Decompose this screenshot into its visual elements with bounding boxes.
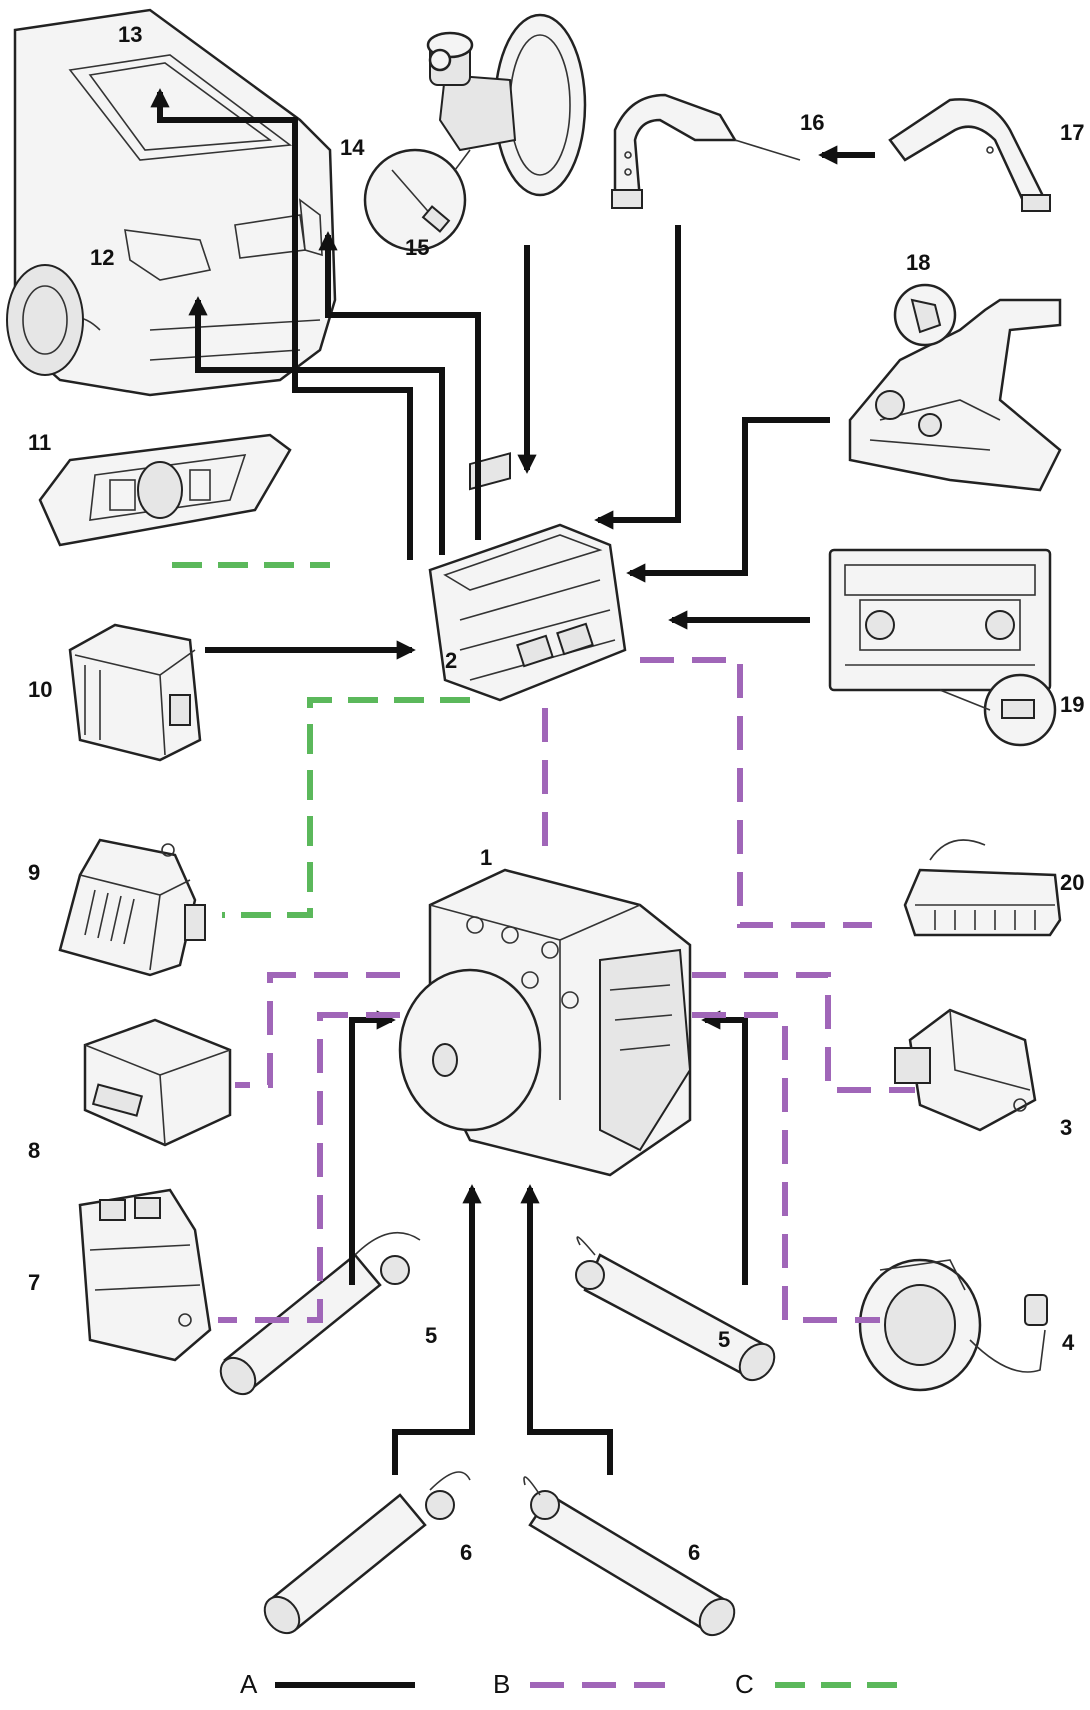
engine-ecu-drawing xyxy=(78,1188,212,1362)
pedal-box-drawing xyxy=(848,283,1062,492)
label-1: 1 xyxy=(480,845,492,870)
label-18: 18 xyxy=(906,250,930,275)
label-19: 19 xyxy=(1060,692,1084,717)
wire-a-6l-to-1 xyxy=(392,1184,482,1475)
speed-sensor-5-left-drawing xyxy=(219,1231,421,1396)
label-17: 17 xyxy=(1060,120,1084,145)
wire-a-16-to-2 xyxy=(594,225,681,530)
module-9-drawing xyxy=(58,838,206,977)
legend-c-label: C xyxy=(735,1669,754,1699)
wire-c-2-to-9 xyxy=(222,697,470,918)
label-4: 4 xyxy=(1062,1330,1075,1355)
wire-a-5r-to-1 xyxy=(701,1010,748,1285)
wire-a-2-to-14 xyxy=(318,231,481,540)
wire-b-1-to-3 xyxy=(692,972,915,1093)
steering-coil-drawing xyxy=(858,1258,1048,1392)
wire-a-2-to-12 xyxy=(188,296,445,555)
wire-b-2-to-20 xyxy=(640,657,872,928)
pedal-arm-16-drawing xyxy=(611,93,801,209)
speed-sensor-5-right-drawing xyxy=(575,1236,776,1382)
sensor-3-drawing xyxy=(894,1008,1037,1132)
label-8: 8 xyxy=(28,1138,40,1163)
wires-a xyxy=(150,88,875,1475)
label-5-right: 5 xyxy=(718,1327,730,1352)
speed-sensor-6-left-drawing xyxy=(263,1471,471,1635)
diag-connector-drawing xyxy=(903,839,1062,937)
wire-a-6r-to-1 xyxy=(520,1184,613,1475)
label-3: 3 xyxy=(1060,1115,1072,1140)
brake-booster-drawing xyxy=(363,13,587,252)
label-20: 20 xyxy=(1060,870,1084,895)
label-9: 9 xyxy=(28,860,40,885)
label-14: 14 xyxy=(340,135,365,160)
wires-b xyxy=(218,657,915,1323)
instrument-cluster-drawing xyxy=(38,433,292,547)
pedal-arm-17-drawing xyxy=(888,98,1051,212)
wires-c xyxy=(172,562,470,918)
label-6-right: 6 xyxy=(688,1540,700,1565)
wire-a-2-to-13 xyxy=(150,88,413,560)
car-rear-drawing xyxy=(6,8,337,397)
label-6-left: 6 xyxy=(460,1540,472,1565)
label-15: 15 xyxy=(405,235,429,260)
label-7: 7 xyxy=(28,1270,40,1295)
label-10: 10 xyxy=(28,677,52,702)
label-2: 2 xyxy=(445,648,457,673)
wire-b-1-to-7 xyxy=(218,1012,400,1323)
wire-a-18-to-2 xyxy=(626,417,830,583)
module-8-drawing xyxy=(83,1018,232,1147)
legend: A B C xyxy=(240,1669,905,1699)
wire-b-1-to-8 xyxy=(235,972,400,1088)
module-10-drawing xyxy=(68,623,202,762)
label-13: 13 xyxy=(118,22,142,47)
label-5-left: 5 xyxy=(425,1323,437,1348)
label-11: 11 xyxy=(28,430,51,455)
legend-a-label: A xyxy=(240,1669,258,1699)
speed-sensor-6-right-drawing xyxy=(523,1476,736,1637)
legend-b-label: B xyxy=(493,1669,510,1699)
climate-panel-drawing xyxy=(828,548,1057,747)
label-12: 12 xyxy=(90,245,114,270)
wire-a-5l-to-1 xyxy=(349,1010,396,1285)
bsi-unit-drawing xyxy=(428,452,627,702)
wire-b-1-to-4 xyxy=(692,1012,880,1323)
abs-unit-drawing xyxy=(398,868,692,1177)
label-16: 16 xyxy=(800,110,824,135)
